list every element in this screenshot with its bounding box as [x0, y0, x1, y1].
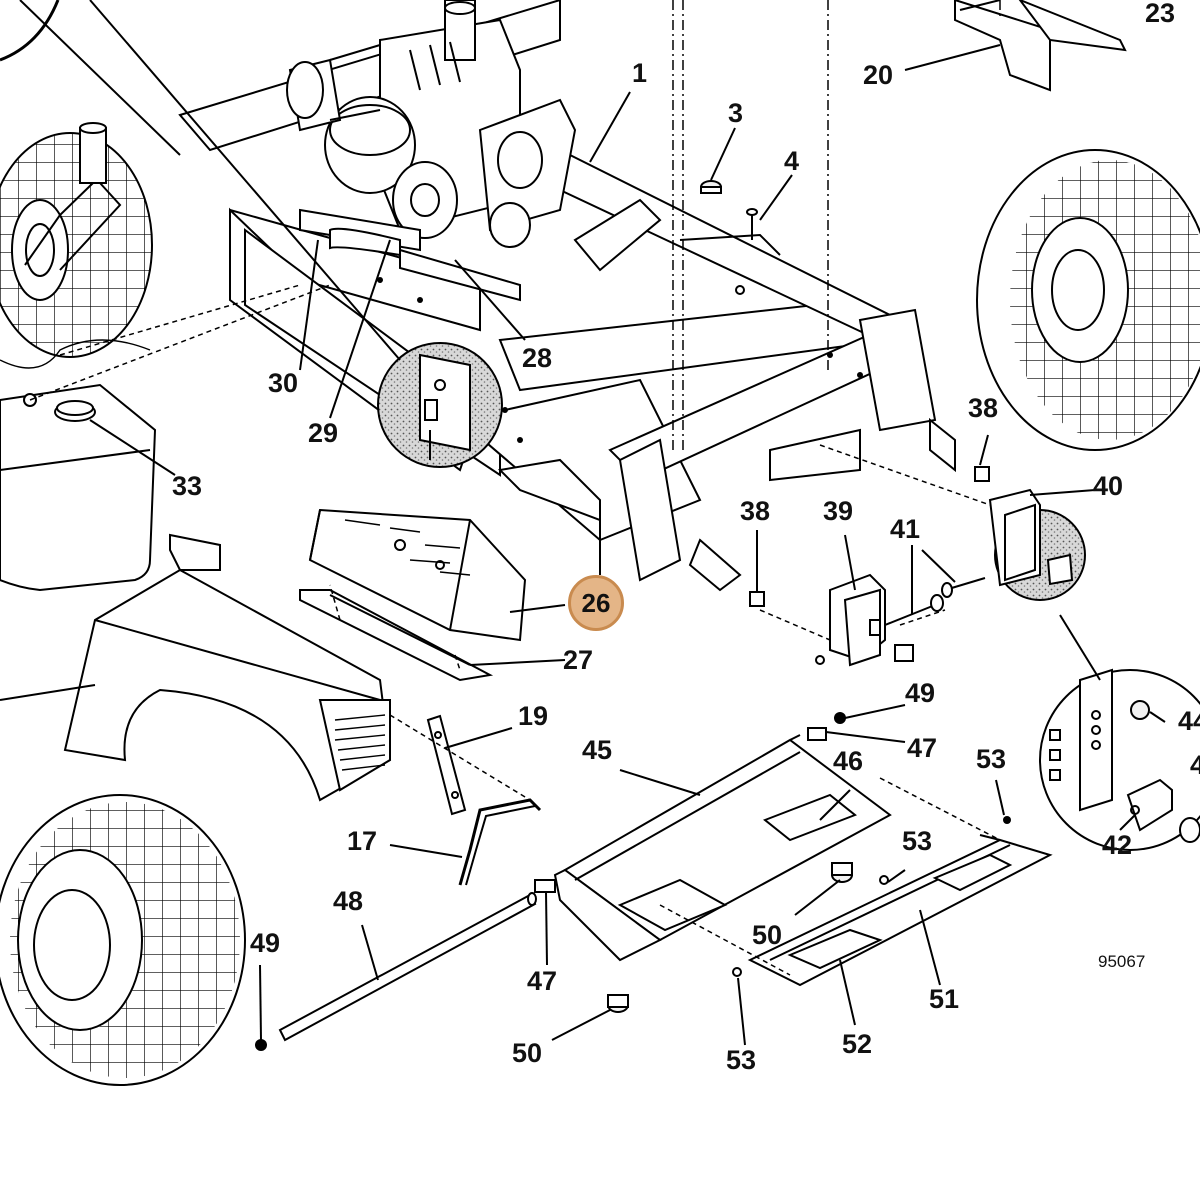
callout-38-left: 38 [740, 496, 771, 526]
callout-49-lower: 49 [250, 928, 281, 958]
fuel-tank [0, 339, 157, 592]
callout-20: 20 [863, 60, 894, 90]
callout-53-top: 53 [976, 744, 1007, 774]
bolt-53-top [1003, 816, 1011, 824]
nut-3 [700, 180, 722, 194]
panel-26 [308, 508, 527, 642]
bolt-49-lower [255, 1039, 267, 1051]
plate-51 [747, 834, 1053, 987]
callout-42: 42 [1102, 830, 1133, 860]
bolt-53-mid [879, 875, 889, 885]
callout-45: 45 [582, 735, 613, 765]
tray-27 [299, 589, 494, 682]
strap-19 [426, 714, 467, 816]
fender [63, 533, 392, 802]
detail-bubble-left [377, 342, 503, 468]
callout-39: 39 [823, 496, 854, 526]
callout-53-bottom: 53 [726, 1045, 757, 1075]
bolt-41 [884, 577, 986, 626]
bracket-40 [988, 488, 1086, 601]
callout-4: 4 [784, 146, 800, 176]
callout-47-upper: 47 [907, 733, 938, 763]
clip-38-right [974, 466, 990, 482]
clip-38-left [749, 591, 765, 607]
right-rear-wheel [976, 149, 1200, 451]
callout-29: 29 [308, 418, 339, 448]
rod-48 [278, 892, 537, 1042]
callout-38-right: 38 [968, 393, 999, 423]
callout-33: 33 [172, 471, 203, 501]
callout-44: 44 [1178, 706, 1200, 736]
bolt-4 [746, 208, 758, 240]
callout-4-cut: 4 [1190, 750, 1200, 780]
bolt-53-bottom [732, 967, 742, 977]
left-front-wheel [0, 794, 246, 1086]
bracket-39 [815, 573, 914, 667]
bolt-49-upper [834, 712, 846, 724]
callout-1: 1 [632, 58, 648, 88]
diagram-reference-code: 95067 [1098, 952, 1146, 971]
left-caster-wheel [0, 122, 153, 358]
callout-27: 27 [563, 645, 594, 675]
callout-28: 28 [522, 343, 553, 373]
callout-53-mid: 53 [902, 826, 933, 856]
callout-50-lower: 50 [512, 1038, 543, 1068]
callout-23: 23 [1145, 0, 1176, 28]
callout-30: 30 [268, 368, 299, 398]
callout-41: 41 [890, 514, 921, 544]
callout-49-upper: 49 [905, 678, 936, 708]
rod-17 [458, 798, 542, 886]
leader-lines [0, 0, 1166, 1046]
callout-26-highlighted[interactable]: 26 [568, 575, 624, 631]
spacer-47-upper [807, 727, 827, 741]
callout-19: 19 [518, 701, 549, 731]
callout-47-lower: 47 [527, 966, 558, 996]
callout-50-center: 50 [752, 920, 783, 950]
callout-52: 52 [842, 1029, 873, 1059]
nut-50-lower [607, 994, 629, 1013]
engine [286, 0, 577, 248]
callout-51: 51 [929, 984, 960, 1014]
bracket-20 [954, 0, 1127, 92]
callout-3: 3 [728, 98, 744, 128]
steering-wheel-edge [0, 0, 60, 62]
callout-40: 40 [1093, 471, 1124, 501]
phantom-lines [29, 0, 1001, 976]
nut-50-center [831, 862, 853, 883]
callout-46: 46 [833, 746, 864, 776]
spacer-47-lower [534, 879, 556, 893]
callout-48: 48 [333, 886, 364, 916]
callout-17: 17 [347, 826, 378, 856]
detail-bubble-right [1039, 668, 1200, 851]
